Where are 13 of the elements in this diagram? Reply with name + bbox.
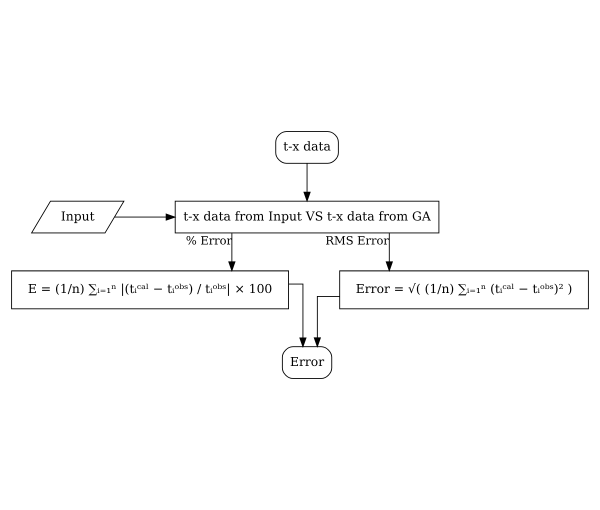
node-box: E = (1/n) ∑ᵢ₌₁ⁿ |(tᵢᶜᵃˡ − tᵢᵒᵇˢ) / tᵢᵒᵇˢ| × 100 [11, 270, 289, 310]
node-box: Error [282, 346, 332, 379]
node-box: t-x data [275, 131, 339, 164]
edge-label: % Error [186, 233, 232, 248]
arrow [386, 232, 393, 272]
arrow [228, 232, 236, 272]
arrow [114, 213, 176, 221]
arrow [303, 163, 311, 202]
arrow [314, 296, 340, 348]
edge-label: RMS Error [325, 233, 389, 248]
node-box: Error = √( (1/n) ∑ᵢ₌₁ⁿ (tᵢᶜᵃˡ − tᵢᵒᵇˢ)² ) [339, 270, 589, 310]
arrow [288, 284, 307, 348]
node-box: t-x data from Input VS t-x data from GA [174, 200, 440, 234]
